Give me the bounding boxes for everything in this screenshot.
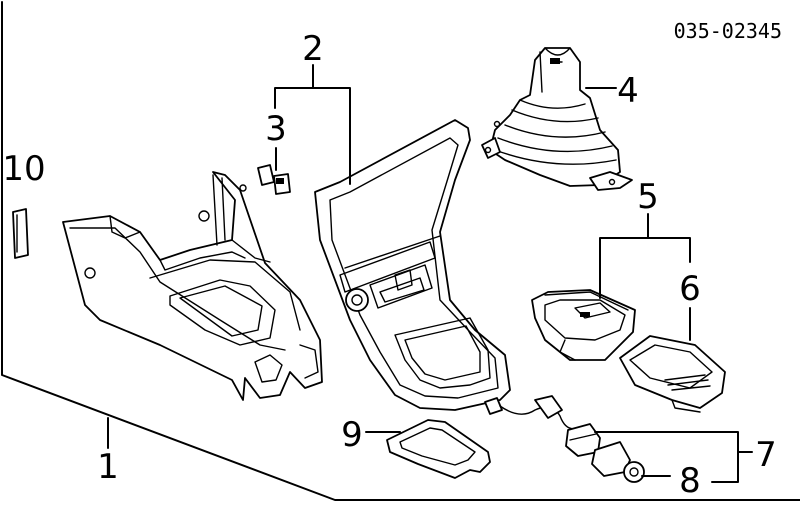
leader-lines — [107, 64, 753, 483]
part-1-console-body — [62, 171, 323, 401]
part-5-ashtray-housing — [531, 289, 636, 361]
callout-9: 9 — [341, 415, 363, 455]
callout-10: 10 — [2, 149, 45, 189]
part-2-console-panel — [314, 119, 511, 411]
callout-4: 4 — [617, 71, 639, 111]
part-6-ashtray — [619, 335, 726, 413]
callout-8: 8 — [679, 461, 701, 501]
callout-labels: 1 2 3 4 5 6 7 8 9 10 — [2, 29, 776, 501]
callout-1: 1 — [97, 447, 119, 487]
callout-3: 3 — [265, 109, 287, 149]
callout-6: 6 — [679, 269, 701, 309]
part-4-shift-boot — [481, 47, 633, 191]
diagram-code: 035-02345 — [674, 19, 782, 43]
callout-5: 5 — [637, 177, 659, 217]
callout-2: 2 — [302, 29, 324, 69]
part-7-lighter-harness — [484, 395, 601, 457]
part-9-bezel-ring — [386, 419, 491, 479]
part-8-lighter-element — [591, 441, 645, 483]
part-3-clip — [257, 164, 291, 195]
part-10-trim-piece — [12, 208, 29, 259]
callout-7: 7 — [755, 435, 777, 475]
